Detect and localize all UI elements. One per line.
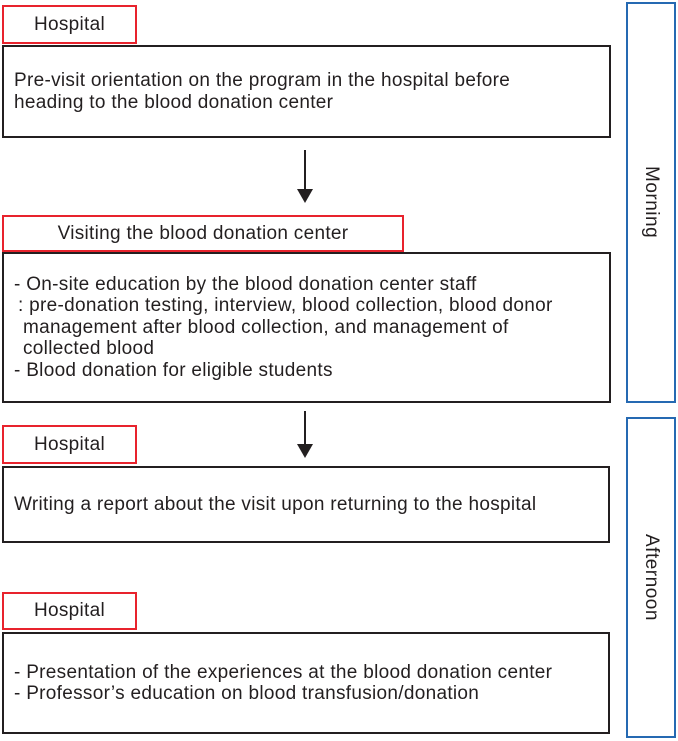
timeline-bar-morning: Morning [626, 2, 676, 403]
arrow-head [297, 189, 313, 203]
activity-text-line: - Professor’s education on blood transfu… [14, 683, 480, 704]
timeline-bar-afternoon: Afternoon [626, 417, 676, 738]
activity-box-onsite-education: - On-site education by the blood donatio… [2, 252, 611, 403]
location-tab-label: Visiting the blood donation center [57, 222, 349, 244]
down-arrow-2 [297, 411, 313, 458]
activity-box-presentation: - Presentation of the experiences at the… [2, 632, 610, 734]
location-tab-hospital-3: Hospital [2, 592, 137, 630]
location-tab-hospital-2: Hospital [2, 425, 137, 464]
activity-text-line: : pre-donation testing, interview, blood… [18, 295, 553, 317]
location-tab-donation-center: Visiting the blood donation center [2, 215, 404, 252]
activity-text-line: Pre-visit orientation on the program in … [14, 70, 511, 91]
activity-text-line: collected blood [23, 338, 155, 360]
activity-text-line: - Blood donation for eligible students [14, 359, 333, 381]
activity-box-report: Writing a report about the visit upon re… [2, 466, 610, 543]
arrow-stem [304, 411, 306, 444]
activity-text-line: Writing a report about the visit upon re… [14, 493, 537, 515]
timeline-label: Morning [641, 166, 662, 239]
location-tab-label: Hospital [33, 600, 106, 621]
location-tab-hospital-1: Hospital [2, 5, 137, 44]
activity-text-line: management after blood collection, and m… [23, 316, 509, 338]
activity-text-line: heading to the blood donation center [14, 91, 334, 113]
activity-text-line: - On-site education by the blood donatio… [14, 273, 477, 295]
location-tab-label: Hospital [33, 13, 106, 35]
arrow-stem [304, 150, 306, 189]
timeline-label: Afternoon [641, 534, 662, 621]
activity-text-line: - Presentation of the experiences at the… [14, 661, 553, 683]
down-arrow-1 [297, 150, 313, 203]
arrow-head [297, 444, 313, 458]
activity-box-orientation: Pre-visit orientation on the program in … [2, 45, 611, 138]
location-tab-label: Hospital [33, 433, 106, 455]
